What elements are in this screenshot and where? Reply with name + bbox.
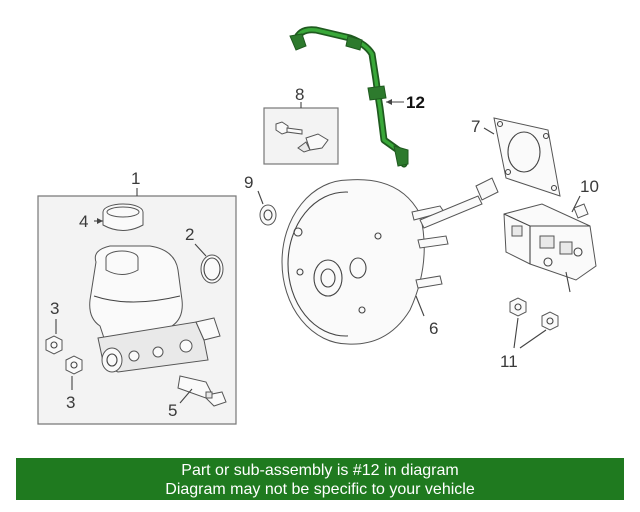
callout-7: 7 <box>471 117 480 136</box>
level-sensor[interactable] <box>177 375 227 407</box>
callout-9: 9 <box>244 173 253 192</box>
callout-10: 10 <box>580 177 599 196</box>
o-ring[interactable] <box>200 254 224 284</box>
nut-11-left[interactable] <box>509 297 527 317</box>
banner-line-2: Diagram may not be specific to your vehi… <box>165 481 475 498</box>
gasket[interactable] <box>493 117 561 197</box>
callout-11: 11 <box>500 352 518 371</box>
nut-lower[interactable] <box>65 355 83 375</box>
master-cylinder-reservoir[interactable] <box>89 245 221 373</box>
clip[interactable] <box>297 133 329 153</box>
callout-12: 12 <box>406 93 425 112</box>
callout-6: 6 <box>429 319 438 338</box>
brake-booster[interactable] <box>281 177 499 345</box>
hydraulic-unit[interactable] <box>503 203 597 293</box>
callout-4: 4 <box>79 212 88 231</box>
callout-8: 8 <box>295 85 304 104</box>
callout-3-lower: 3 <box>66 393 75 412</box>
nut-11-right[interactable] <box>541 311 559 331</box>
callout-1: 1 <box>131 169 140 188</box>
fastener-box <box>263 102 339 165</box>
callout-3-upper: 3 <box>50 299 59 318</box>
grommet[interactable] <box>259 204 277 226</box>
banner-line-1: Part or sub-assembly is #12 in diagram <box>181 462 459 479</box>
reservoir-cap[interactable] <box>102 203 144 231</box>
callout-2: 2 <box>185 225 194 244</box>
info-banner: Part or sub-assembly is #12 in diagram D… <box>16 458 624 500</box>
bolt[interactable] <box>275 121 303 135</box>
callout-5: 5 <box>168 401 177 420</box>
master-cylinder-group <box>37 188 237 425</box>
nut-upper[interactable] <box>45 335 63 355</box>
vacuum-hose-assembly[interactable] <box>289 26 409 168</box>
